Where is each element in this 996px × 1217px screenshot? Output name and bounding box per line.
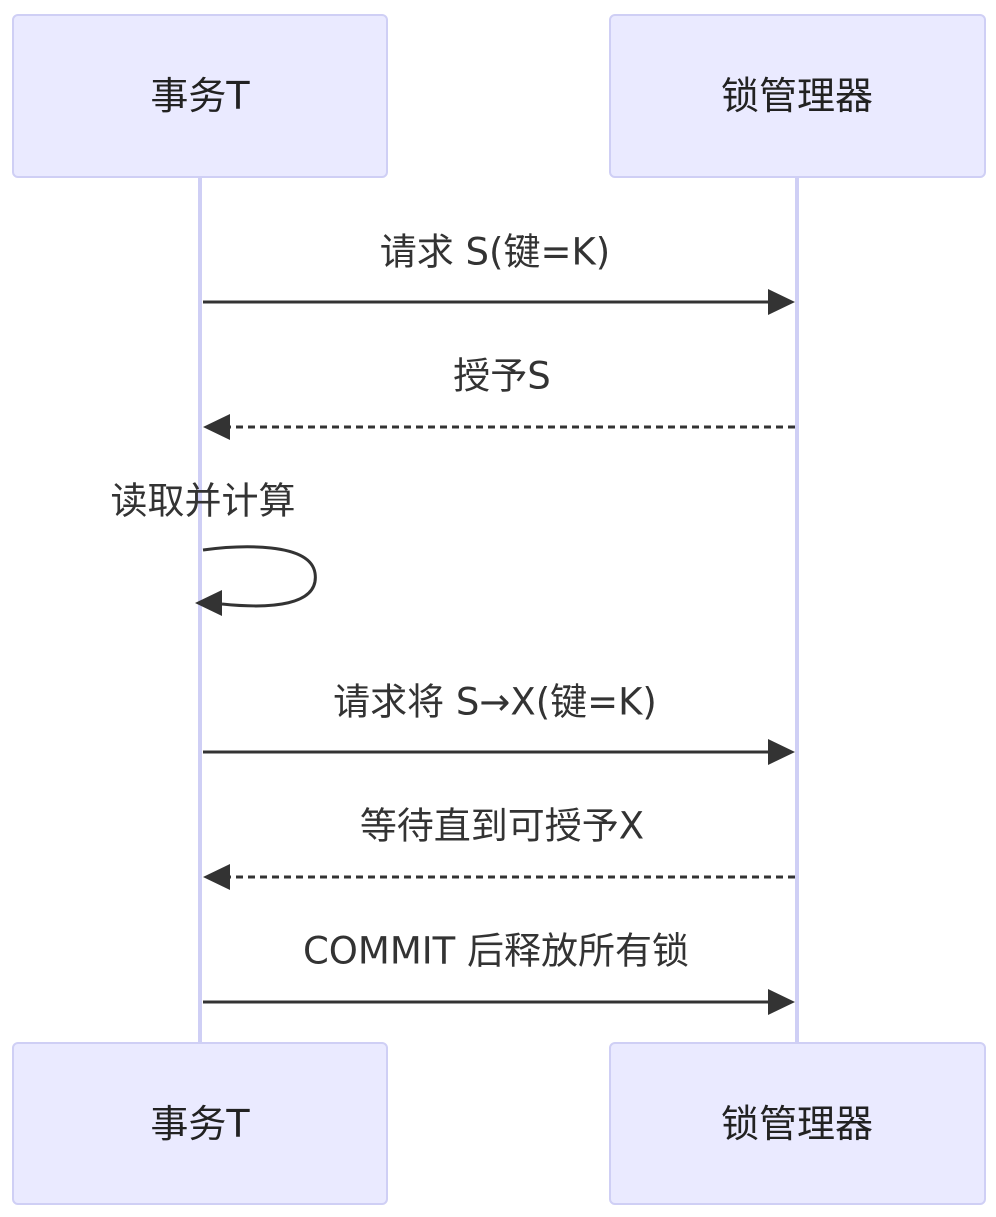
message-request-upgrade-lock: 请求将 S→X(键=K) xyxy=(203,681,795,765)
message-self-loop-line xyxy=(202,545,317,608)
message-label: COMMIT 后释放所有锁 xyxy=(303,930,689,973)
arrow-head xyxy=(203,864,230,890)
message-grant-shared-lock: 授予S xyxy=(203,355,795,440)
message-self-read-compute: 读取并计算 xyxy=(111,480,317,616)
actor-box xyxy=(12,1042,388,1205)
message-label: 授予S xyxy=(453,355,551,398)
actor-box xyxy=(12,14,388,178)
actor-label: 事务T xyxy=(150,1102,250,1146)
message-label: 等待直到可授予X xyxy=(360,805,644,848)
actor-lock-manager-bottom: 锁管理器 xyxy=(609,1042,986,1205)
message-wait-exclusive-lock: 等待直到可授予X xyxy=(203,805,795,890)
actor-label: 事务T xyxy=(150,74,250,118)
message-label: 请求将 S→X(键=K) xyxy=(333,681,657,724)
arrow-head xyxy=(768,739,795,765)
actor-label: 锁管理器 xyxy=(721,1102,873,1146)
message-label: 读取并计算 xyxy=(111,480,296,523)
actor-lock-manager-top: 锁管理器 xyxy=(609,14,986,178)
actor-transaction-top: 事务T xyxy=(12,14,388,178)
message-request-shared-lock: 请求 S(键=K) xyxy=(203,231,795,315)
message-commit-release: COMMIT 后释放所有锁 xyxy=(203,930,795,1015)
arrow-head xyxy=(203,414,230,440)
arrow-head xyxy=(768,289,795,315)
message-label: 请求 S(键=K) xyxy=(380,231,610,274)
actor-label: 锁管理器 xyxy=(721,74,873,118)
actor-box xyxy=(609,14,986,178)
actor-transaction-bottom: 事务T xyxy=(12,1042,388,1205)
actor-box xyxy=(609,1042,986,1205)
arrow-head xyxy=(768,989,795,1015)
arrow-head xyxy=(195,590,222,616)
